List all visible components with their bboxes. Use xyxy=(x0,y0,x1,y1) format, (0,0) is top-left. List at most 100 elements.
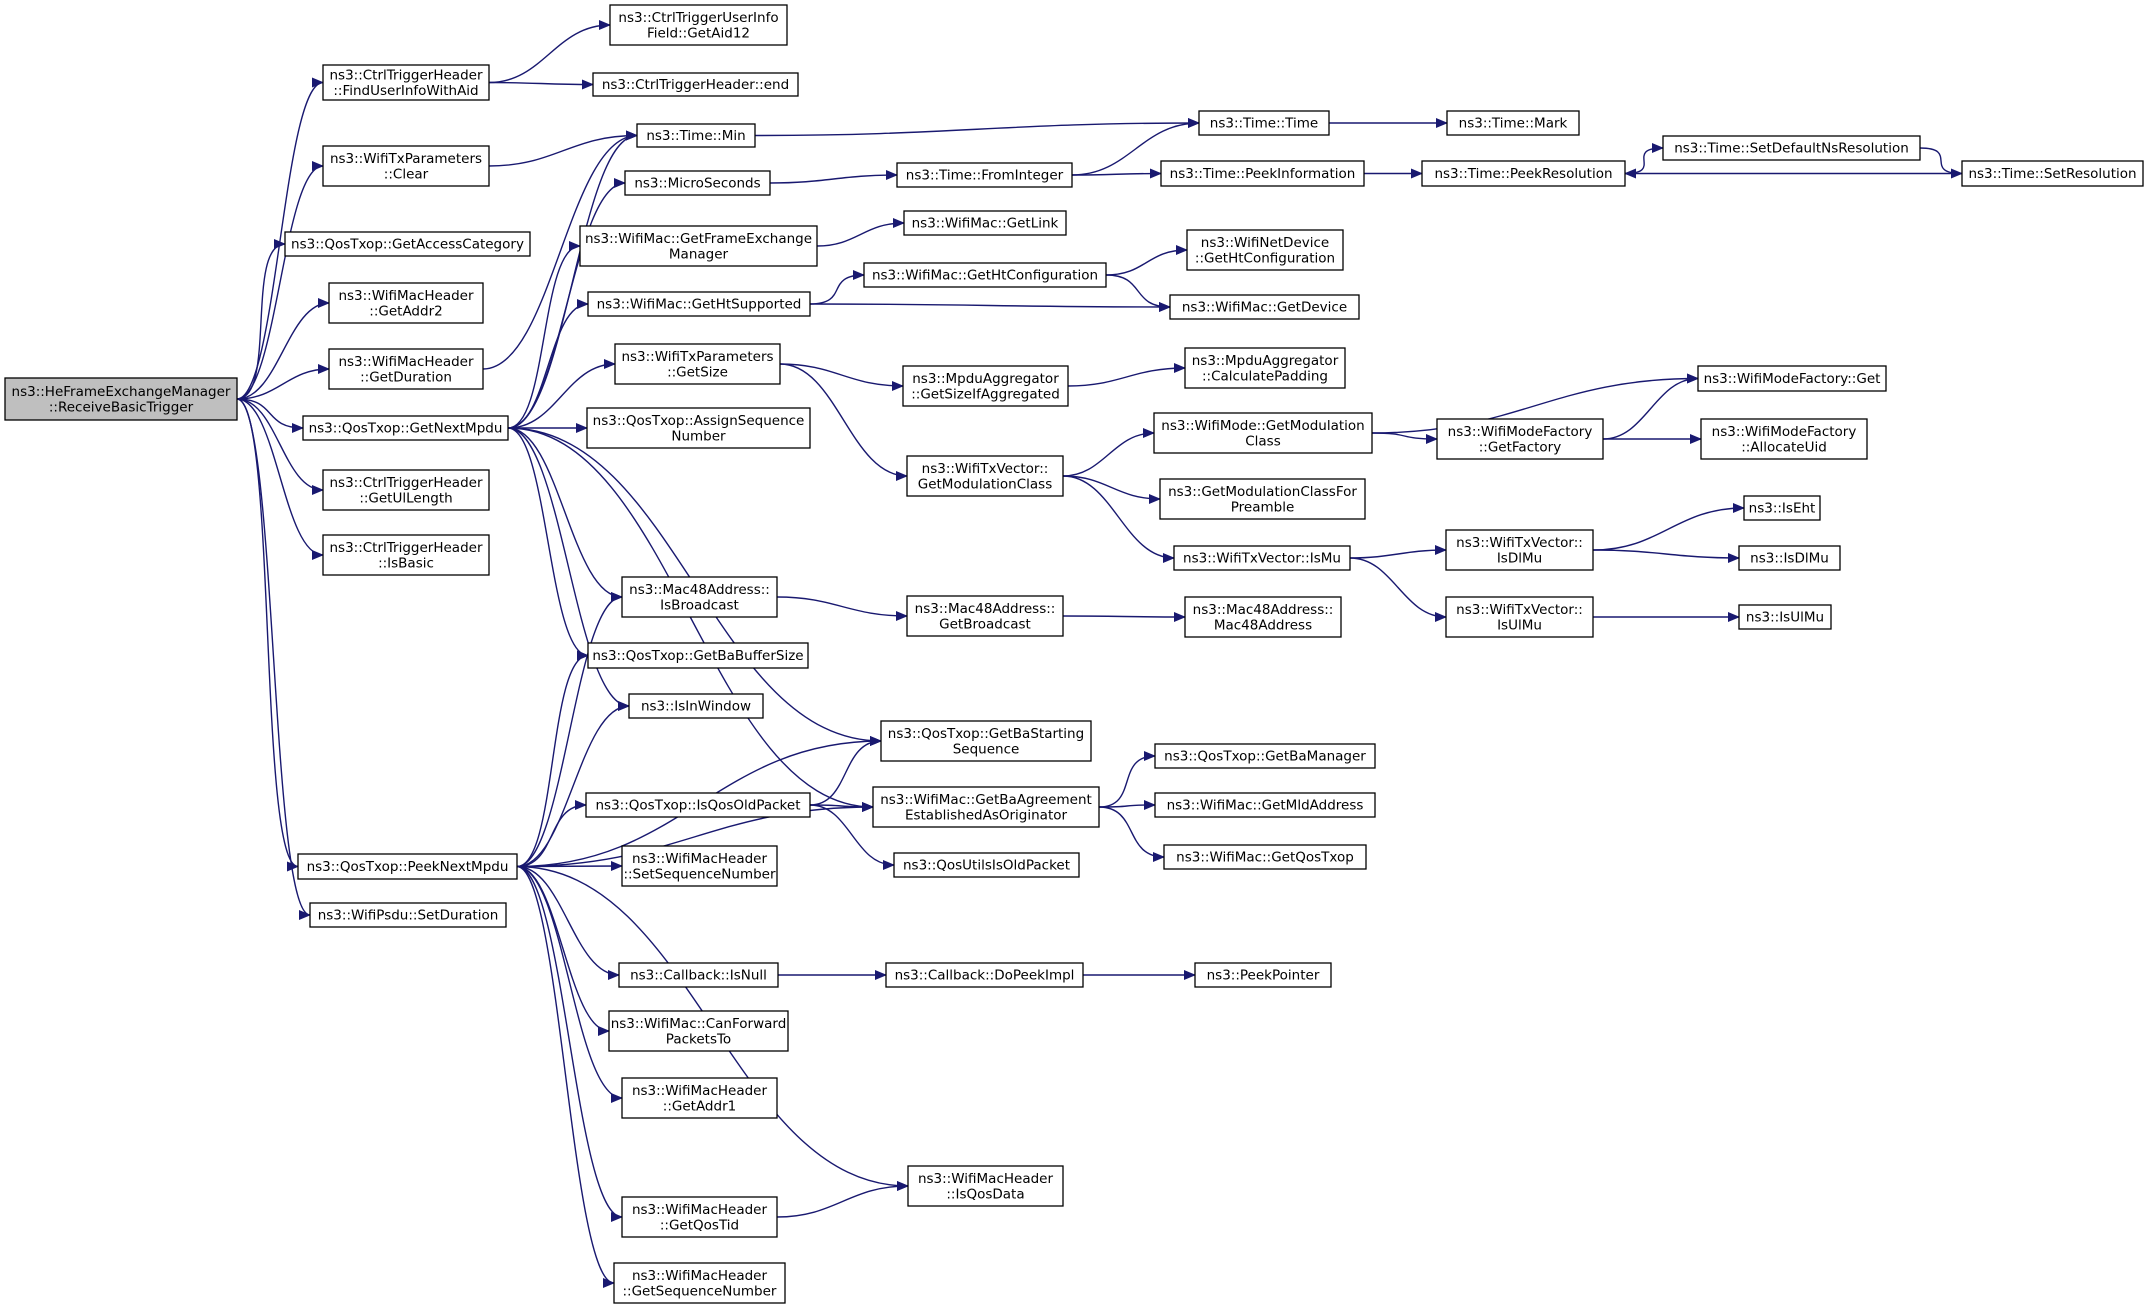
node-is-dl-mu-label-1: ns3::IsDlMu xyxy=(1750,551,1829,567)
node-get-ht-configuration[interactable]: ns3::WifiMac::GetHtConfiguration xyxy=(863,262,1107,288)
node-calculate-padding[interactable]: ns3::MpduAggregator::CalculatePadding xyxy=(1184,347,1346,389)
edge-tx-vector-get-modulation-class-to-get-modulation-class-for-preamble xyxy=(1062,475,1161,504)
node-is-in-window[interactable]: ns3::IsInWindow xyxy=(628,693,764,719)
node-get-addr1-label-2: ::GetAddr1 xyxy=(663,1098,736,1114)
edge-get-broadcast-to-mac48-address xyxy=(1062,611,1186,622)
edge-get-next-mpdu-to-get-frame-exchange-manager xyxy=(507,241,581,429)
node-tx-params-get-size-label-2: ::GetSize xyxy=(667,364,728,380)
node-tx-vector-is-dl-mu[interactable]: ns3::WifiTxVector::IsDlMu xyxy=(1445,529,1594,571)
node-is-qos-old-packet[interactable]: ns3::QosTxop::IsQosOldPacket xyxy=(585,792,811,818)
node-get-ht-supported[interactable]: ns3::WifiMac::GetHtSupported xyxy=(587,291,811,317)
node-set-default-ns-resolution[interactable]: ns3::Time::SetDefaultNsResolution xyxy=(1662,135,1921,161)
node-is-broadcast[interactable]: ns3::Mac48Address::IsBroadcast xyxy=(621,576,778,618)
node-is-basic[interactable]: ns3::CtrlTriggerHeader::IsBasic xyxy=(322,534,490,576)
edge-root-to-is-basic xyxy=(236,398,324,560)
node-get-ul-length-label-1: ns3::CtrlTriggerHeader xyxy=(329,475,482,491)
node-get-broadcast-label-2: GetBroadcast xyxy=(939,616,1031,632)
node-is-ul-mu[interactable]: ns3::IsUlMu xyxy=(1738,604,1832,630)
node-tx-params-get-size[interactable]: ns3::WifiTxParameters::GetSize xyxy=(614,343,781,385)
node-get-next-mpdu[interactable]: ns3::QosTxop::GetNextMpdu xyxy=(302,415,509,441)
node-tx-vector-get-modulation-class[interactable]: ns3::WifiTxVector::GetModulationClass xyxy=(906,455,1064,497)
node-is-basic-label-1: ns3::CtrlTriggerHeader xyxy=(329,540,482,556)
node-callback-is-null[interactable]: ns3::Callback::IsNull xyxy=(618,962,779,988)
node-get-addr2[interactable]: ns3::WifiMacHeader::GetAddr2 xyxy=(328,282,484,324)
node-calculate-padding-label-2: ::CalculatePadding xyxy=(1202,368,1328,384)
edge-peek-resolution-to-set-default-ns-resolution xyxy=(1624,143,1664,175)
node-ctrl-end[interactable]: ns3::CtrlTriggerHeader::end xyxy=(592,72,799,97)
node-get-size-if-aggregated-label-2: ::GetSizeIfAggregated xyxy=(911,386,1060,402)
node-find-user-info[interactable]: ns3::CtrlTriggerHeader::FindUserInfoWith… xyxy=(322,64,490,101)
node-tx-params-clear[interactable]: ns3::WifiTxParameters::Clear xyxy=(322,145,490,187)
node-tx-vector-get-modulation-class-label-2: GetModulationClass xyxy=(918,476,1053,492)
node-get-size-if-aggregated[interactable]: ns3::MpduAggregator::GetSizeIfAggregated xyxy=(902,365,1069,407)
node-tx-vector-is-ul-mu[interactable]: ns3::WifiTxVector::IsUlMu xyxy=(1445,596,1594,638)
node-root[interactable]: ns3::HeFrameExchangeManager::ReceiveBasi… xyxy=(4,377,238,421)
node-get-ba-manager[interactable]: ns3::QosTxop::GetBaManager xyxy=(1154,743,1376,769)
node-get-ht-configuration-label-1: ns3::WifiMac::GetHtConfiguration xyxy=(872,268,1098,284)
node-get-duration[interactable]: ns3::WifiMacHeader::GetDuration xyxy=(328,348,484,390)
node-get-ba-agreement[interactable]: ns3::WifiMac::GetBaAgreementEstablishedA… xyxy=(872,786,1100,828)
node-peek-pointer[interactable]: ns3::PeekPointer xyxy=(1194,962,1332,988)
node-get-addr1[interactable]: ns3::WifiMacHeader::GetAddr1 xyxy=(621,1077,778,1119)
node-time-mark[interactable]: ns3::Time::Mark xyxy=(1446,110,1580,136)
node-is-qos-data[interactable]: ns3::WifiMacHeader::IsQosData xyxy=(907,1165,1064,1207)
node-get-link-label-1: ns3::WifiMac::GetLink xyxy=(912,216,1059,232)
node-is-eht[interactable]: ns3::IsEht xyxy=(1743,495,1821,521)
node-micro-seconds[interactable]: ns3::MicroSeconds xyxy=(624,170,771,196)
node-get-broadcast[interactable]: ns3::Mac48Address::GetBroadcast xyxy=(906,595,1064,637)
node-qos-utils-is-old-packet[interactable]: ns3::QosUtilsIsOldPacket xyxy=(893,852,1080,878)
edge-peek-next-mpdu-to-is-qos-old-packet xyxy=(516,800,587,868)
node-from-integer[interactable]: ns3::Time::FromInteger xyxy=(896,162,1073,188)
node-mac48-address[interactable]: ns3::Mac48Address::Mac48Address xyxy=(1184,596,1342,638)
node-peek-next-mpdu[interactable]: ns3::QosTxop::PeekNextMpdu xyxy=(297,853,518,880)
node-mode-factory-get[interactable]: ns3::WifiModeFactory::Get xyxy=(1697,365,1887,392)
edge-find-user-info-to-get-aid12 xyxy=(488,20,611,84)
node-get-broadcast-label-1: ns3::Mac48Address:: xyxy=(915,601,1056,617)
node-get-access-category[interactable]: ns3::QosTxop::GetAccessCategory xyxy=(284,231,531,257)
node-is-eht-label-1: ns3::IsEht xyxy=(1749,501,1816,517)
node-get-link[interactable]: ns3::WifiMac::GetLink xyxy=(903,210,1067,236)
node-peek-information[interactable]: ns3::Time::PeekInformation xyxy=(1160,160,1365,187)
node-net-device-get-ht-configuration-label-1: ns3::WifiNetDevice xyxy=(1201,235,1329,251)
edge-peek-next-mpdu-to-set-sequence-number xyxy=(516,861,623,872)
node-get-qos-tid[interactable]: ns3::WifiMacHeader::GetQosTid xyxy=(621,1196,778,1238)
node-get-mld-address[interactable]: ns3::WifiMac::GetMldAddress xyxy=(1154,792,1376,818)
edge-get-modulation-to-mode-factory-get xyxy=(1371,373,1699,434)
node-root-label-1: ns3::HeFrameExchangeManager xyxy=(12,384,231,400)
node-get-access-category-label-1: ns3::QosTxop::GetAccessCategory xyxy=(291,237,524,253)
node-peek-resolution[interactable]: ns3::Time::PeekResolution xyxy=(1421,160,1626,187)
node-get-qos-txop[interactable]: ns3::WifiMac::GetQosTxop xyxy=(1163,844,1367,870)
node-mode-factory-get-label-1: ns3::WifiModeFactory::Get xyxy=(1704,371,1881,387)
node-get-ba-buffer-size[interactable]: ns3::QosTxop::GetBaBufferSize xyxy=(587,642,809,669)
node-psdu-set-duration[interactable]: ns3::WifiPsdu::SetDuration xyxy=(309,902,507,928)
edge-get-ht-supported-to-get-device xyxy=(809,301,1171,312)
edge-root-to-get-ul-length xyxy=(236,398,324,495)
edge-root-to-get-addr2 xyxy=(236,298,330,400)
node-get-modulation[interactable]: ns3::WifiMode::GetModulationClass xyxy=(1153,412,1373,454)
node-net-device-get-ht-configuration[interactable]: ns3::WifiNetDevice::GetHtConfiguration xyxy=(1186,229,1344,271)
edge-get-ba-agreement-to-get-ba-manager xyxy=(1098,751,1156,808)
node-set-resolution[interactable]: ns3::Time::SetResolution xyxy=(1961,160,2144,187)
node-set-sequence-number-label-2: ::SetSequenceNumber xyxy=(623,866,776,882)
node-is-qos-data-label-2: ::IsQosData xyxy=(946,1186,1024,1202)
node-allocate-uid[interactable]: ns3::WifiModeFactory::AllocateUid xyxy=(1700,418,1868,460)
node-get-device[interactable]: ns3::WifiMac::GetDevice xyxy=(1169,294,1360,320)
node-is-ul-mu-label-1: ns3::IsUlMu xyxy=(1746,610,1824,626)
node-time-min[interactable]: ns3::Time::Min xyxy=(636,123,756,148)
node-do-peek-impl[interactable]: ns3::Callback::DoPeekImpl xyxy=(885,962,1084,988)
node-get-mld-address-label-1: ns3::WifiMac::GetMldAddress xyxy=(1167,798,1364,814)
edge-get-ht-configuration-to-get-device xyxy=(1105,274,1171,312)
node-get-sequence-number[interactable]: ns3::WifiMacHeader::GetSequenceNumber xyxy=(613,1262,786,1304)
node-set-sequence-number[interactable]: ns3::WifiMacHeader::SetSequenceNumber xyxy=(621,845,778,887)
node-is-dl-mu[interactable]: ns3::IsDlMu xyxy=(1738,545,1841,571)
node-get-ul-length[interactable]: ns3::CtrlTriggerHeader::GetUlLength xyxy=(322,469,490,511)
node-is-mu[interactable]: ns3::WifiTxVector::IsMu xyxy=(1173,545,1351,571)
node-time-time[interactable]: ns3::Time::Time xyxy=(1198,110,1330,136)
node-get-factory[interactable]: ns3::WifiModeFactory::GetFactory xyxy=(1436,418,1604,460)
